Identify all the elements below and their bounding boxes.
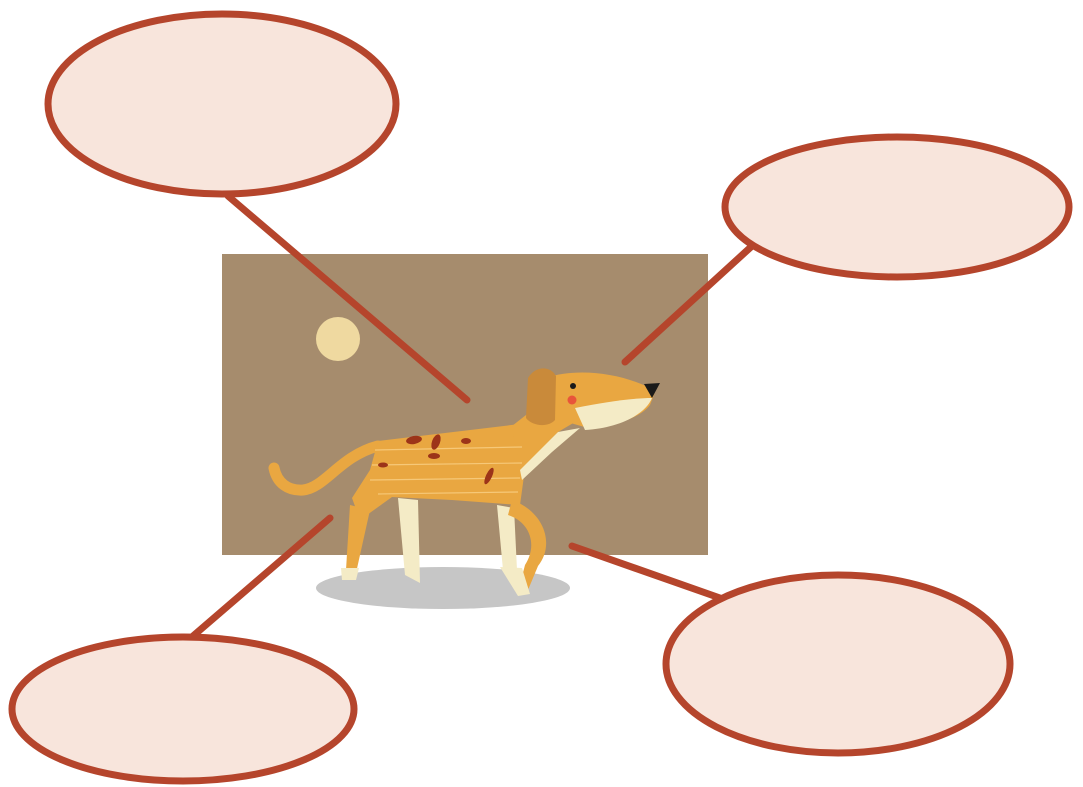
- label-bubbles: [8, 10, 1073, 785]
- connector-lines: [189, 192, 756, 640]
- dog-front-leg-right: [508, 500, 547, 592]
- dog-back-leg-right: [398, 498, 420, 583]
- connector-line-top-left: [224, 192, 471, 404]
- dog-back-paw-left: [341, 568, 359, 580]
- dog-neck: [512, 404, 575, 470]
- connector-line-bottom-left: [189, 514, 334, 640]
- dog-nose-icon: [644, 383, 660, 398]
- dog-tail: [268, 440, 384, 496]
- dog-front-leg-left: [497, 505, 517, 570]
- dog-spots: [378, 434, 494, 485]
- dog-illustration: [268, 368, 660, 596]
- dog-chest: [520, 428, 580, 480]
- dog-eye: [570, 383, 576, 389]
- ground-shadow: [316, 567, 570, 609]
- label-bubble-bottom-left[interactable]: [8, 633, 358, 785]
- dog-front-paw-right: [500, 567, 530, 596]
- connector-line-top-right: [621, 242, 756, 366]
- connector-line-bottom-right: [568, 542, 724, 602]
- dog-torso-stripes: [369, 446, 523, 495]
- dog-back-leg-left: [346, 505, 370, 573]
- dog-ear: [526, 368, 556, 426]
- sun-icon: [316, 317, 360, 361]
- label-bubble-top-left[interactable]: [44, 10, 400, 198]
- dog-cheek: [567, 395, 577, 405]
- dog-muzzle: [575, 398, 652, 430]
- illustration-scene: [222, 254, 708, 609]
- label-bubble-bottom-right[interactable]: [662, 571, 1014, 757]
- label-bubble-top-right[interactable]: [721, 133, 1073, 281]
